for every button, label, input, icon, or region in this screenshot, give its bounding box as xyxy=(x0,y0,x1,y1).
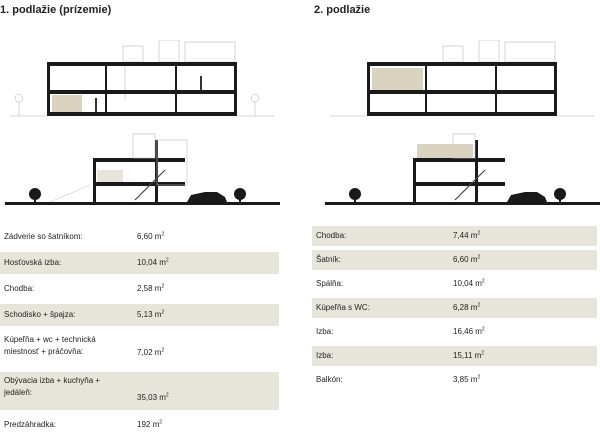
floor1-title: 1. podlažie (prízemie) xyxy=(0,4,112,16)
room-row: Kúpeľňa s WC: 6,28 m2 xyxy=(312,298,597,318)
room-label: Obývacia izba + kuchyňa +jedáleň: xyxy=(4,376,101,397)
room-row: Predzáhradka: 192 m2 xyxy=(0,414,279,436)
room-label: Predzáhradka: xyxy=(4,420,57,429)
room-row: Chodba: 2,58 m2 xyxy=(0,278,279,300)
room-label: Balkón: xyxy=(316,375,343,384)
room-label: Šatník: xyxy=(316,255,341,264)
room-row: Izba: 16,46 m2 xyxy=(312,322,597,342)
room-area: 35,03 m2 xyxy=(137,392,169,402)
room-row: Spálňa: 10,04 m2 xyxy=(312,274,597,294)
room-area: 6,60 m2 xyxy=(453,254,481,264)
room-label: Schodisko + špajza: xyxy=(4,310,76,319)
room-label: Chodba: xyxy=(316,231,347,240)
room-area: 15,11 m2 xyxy=(453,350,485,360)
room-area: 3,85 m2 xyxy=(453,374,481,384)
room-label: Izba: xyxy=(316,327,334,336)
room-label: Hosťovská izba: xyxy=(4,258,62,267)
room-area: 10,04 m2 xyxy=(137,257,169,267)
room-area: 6,60 m2 xyxy=(137,231,165,241)
room-area: 2,58 m2 xyxy=(137,283,165,293)
room-area: 7,02 m2 xyxy=(137,347,165,357)
room-row: Balkón: 3,85 m2 xyxy=(312,370,597,390)
room-area: 6,28 m2 xyxy=(453,302,481,312)
room-label: Izba: xyxy=(316,351,334,360)
room-label: Zádverie so šatníkom: xyxy=(4,232,83,241)
floor2-title: 2. podlažie xyxy=(314,4,371,16)
room-row: Izba: 15,11 m2 xyxy=(312,346,597,366)
room-label: Kúpeľňa s WC: xyxy=(316,303,370,312)
room-area: 192 m2 xyxy=(137,419,163,429)
floor1-section-drawing xyxy=(5,40,280,205)
room-area: 16,46 m2 xyxy=(453,326,485,336)
room-row: Hosťovská izba: 10,04 m2 xyxy=(0,252,279,274)
floor1-rooms-table: Zádverie so šatníkom: 6,60 m2 Hosťovská … xyxy=(0,226,279,436)
room-row: Zádverie so šatníkom: 6,60 m2 xyxy=(0,226,279,248)
room-row: Chodba: 7,44 m2 xyxy=(312,226,597,246)
room-area: 7,44 m2 xyxy=(453,230,481,240)
room-row: Šatník: 6,60 m2 xyxy=(312,250,597,270)
floor2-rooms-table: Chodba: 7,44 m2 Šatník: 6,60 m2 Spálňa: … xyxy=(312,226,597,390)
room-row: Obývacia izba + kuchyňa +jedáleň: 35,03 … xyxy=(0,372,279,410)
room-label: Spálňa: xyxy=(316,279,344,288)
room-label: Chodba: xyxy=(4,284,35,293)
room-area: 10,04 m2 xyxy=(453,278,485,288)
room-row: Schodisko + špajza: 5,13 m2 xyxy=(0,304,279,326)
room-area: 5,13 m2 xyxy=(137,309,165,319)
floor2-section-drawing xyxy=(325,40,600,205)
